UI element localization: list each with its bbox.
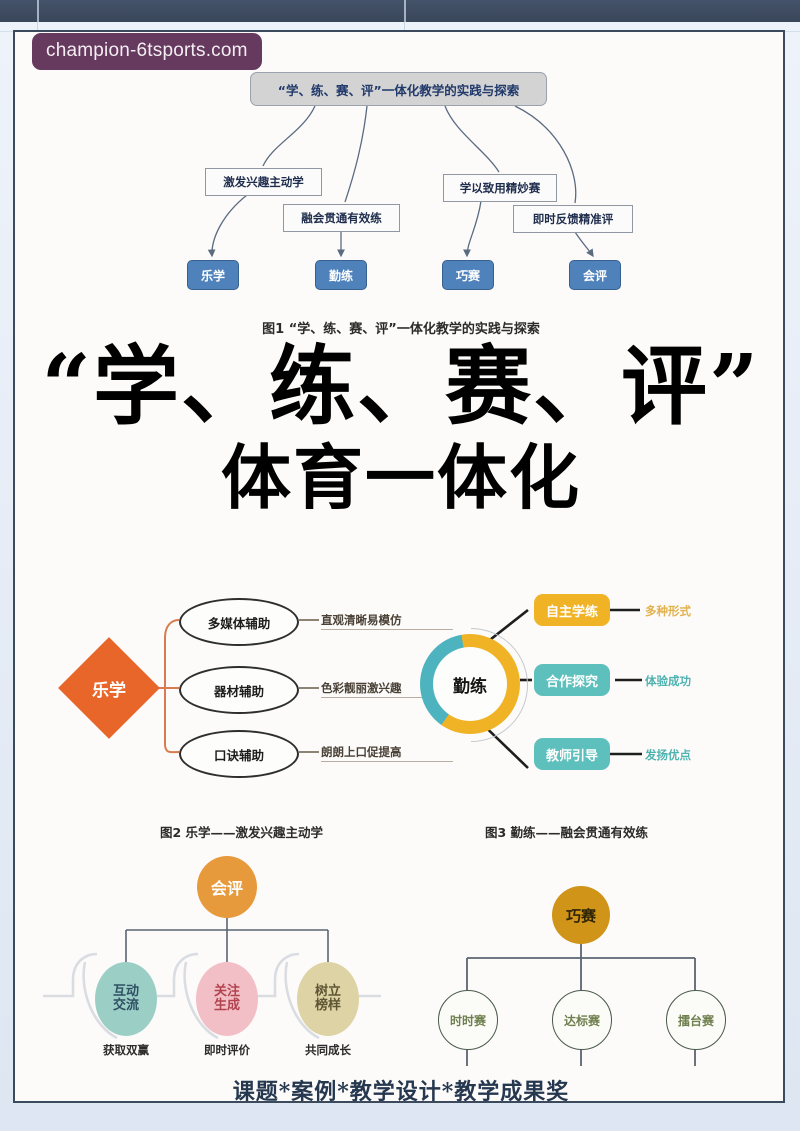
figure-1-leaf-huiping: 会评 — [569, 260, 621, 290]
watermark-badge: champion-6tsports.com — [32, 33, 262, 70]
figure-5-node-2: 达标赛 — [552, 990, 612, 1050]
figure-5-node-1: 时时赛 — [438, 990, 498, 1050]
page-title-line-1: “学、练、赛、评” — [41, 336, 761, 437]
figure-4-node-1-line-2: 交流 — [112, 998, 139, 1013]
figure-4-node-1-line-1: 互动 — [112, 983, 139, 999]
figure-3-label-3: 发扬优点 — [645, 748, 691, 762]
page-background: “学、练、赛、评”一体化教学的实践与探索 激发兴趣主动学 融会贯通有效练 学以致… — [0, 22, 800, 1131]
figure-4-node-3: 树立 榜样 — [297, 962, 359, 1036]
figure-1-mid-box-2: 融会贯通有效练 — [283, 204, 400, 232]
document-page: “学、练、赛、评”一体化教学的实践与探索 激发兴趣主动学 融会贯通有效练 学以致… — [13, 30, 785, 1103]
figure-3-ring-hole — [433, 647, 507, 721]
figure-4-node-2: 关注 生成 — [196, 962, 258, 1036]
figure-4-node-3-line-1: 树立 — [314, 983, 341, 999]
figure-3-label-2: 体验成功 — [645, 674, 691, 688]
figure-1-root-box: “学、练、赛、评”一体化教学的实践与探索 — [250, 72, 547, 106]
figure-2-label-1: 直观清晰易模仿 — [321, 612, 453, 630]
figure-5-node-3: 擂台赛 — [666, 990, 726, 1050]
figure-1-flowchart: “学、练、赛、评”一体化教学的实践与探索 激发兴趣主动学 融会贯通有效练 学以致… — [15, 32, 783, 322]
figure-1-leaf-qinlian: 勤练 — [315, 260, 367, 290]
page-title: “学、练、赛、评” 体育一体化 — [15, 336, 783, 520]
top-bar-divider-center — [404, 0, 406, 22]
footer-caption: 课题*案例*教学设计*教学成果奖 — [232, 1079, 570, 1103]
figure-4-center-node: 会评 — [197, 856, 257, 918]
figure-4-label-3: 共同成长 — [305, 1043, 351, 1057]
figure-4-huiping-diagram: 会评 互动 交流 关注 生成 树立 榜样 获取双赢 即时评价 共同成长 — [33, 850, 413, 1070]
figure-2-label-2: 色彩靓丽激兴趣 — [321, 680, 453, 698]
figure-4-node-3-line-2: 榜样 — [314, 998, 341, 1013]
top-bar-divider-left — [37, 0, 39, 22]
figure-2-label-3: 朗朗上口促提高 — [321, 744, 453, 762]
figure-2-node-3: 口诀辅助 — [179, 730, 299, 778]
figure-4-node-2-line-1: 关注 — [213, 983, 240, 999]
figure-1-caption: 图1 “学、练、赛、评”一体化教学的实践与探索 — [262, 322, 540, 337]
figure-2-center-label: 乐学 — [92, 680, 126, 701]
figure-1-leaf-qiaosai: 巧赛 — [442, 260, 494, 290]
figure-4-node-1: 互动 交流 — [95, 962, 157, 1036]
figure-2-node-1: 多媒体辅助 — [179, 598, 299, 646]
figure-2-lexue-diagram: 乐学 多媒体辅助 器材辅助 口诀辅助 直观清晰易模仿 色彩靓丽激兴趣 朗朗上口促… — [33, 578, 453, 818]
figure-3-center-label: 勤练 — [453, 676, 487, 697]
figure-3-label-1: 多种形式 — [645, 604, 691, 618]
figure-4-label-1: 获取双赢 — [103, 1043, 149, 1057]
figure-3-qinlian-diagram: 勤练 自主学练 合作探究 教师引导 多种形式 体验成功 发扬优点 — [410, 572, 783, 817]
page-guide-vertical-center — [404, 22, 405, 36]
figure-3-caption: 图3 勤练——融会贯通有效练 — [485, 825, 649, 840]
figure-2-node-2: 器材辅助 — [179, 666, 299, 714]
figure-3-center-ring: 勤练 — [420, 634, 520, 734]
figure-1-mid-box-1: 激发兴趣主动学 — [205, 168, 322, 196]
page-guide-vertical-left — [37, 22, 38, 36]
figure-2-caption: 图2 乐学——激发兴趣主动学 — [160, 825, 324, 840]
figure-1-mid-box-3: 学以致用精妙赛 — [443, 174, 557, 202]
window-top-bar — [0, 0, 800, 22]
figure-5-center-node: 巧赛 — [552, 886, 610, 944]
figure-3-node-2: 合作探究 — [534, 664, 611, 696]
figure-3-node-1: 自主学练 — [534, 594, 611, 626]
figure-1-leaf-lexue: 乐学 — [187, 260, 239, 290]
figure-4-node-2-line-2: 生成 — [213, 998, 240, 1013]
figure-5-qiaosai-diagram: 巧赛 时时赛 达标赛 擂台赛 — [410, 880, 783, 1070]
figure-3-node-3: 教师引导 — [534, 738, 611, 770]
figure-1-mid-box-4: 即时反馈精准评 — [513, 205, 633, 233]
figure-4-label-2: 即时评价 — [204, 1043, 250, 1057]
page-title-line-2: 体育一体化 — [221, 436, 581, 520]
